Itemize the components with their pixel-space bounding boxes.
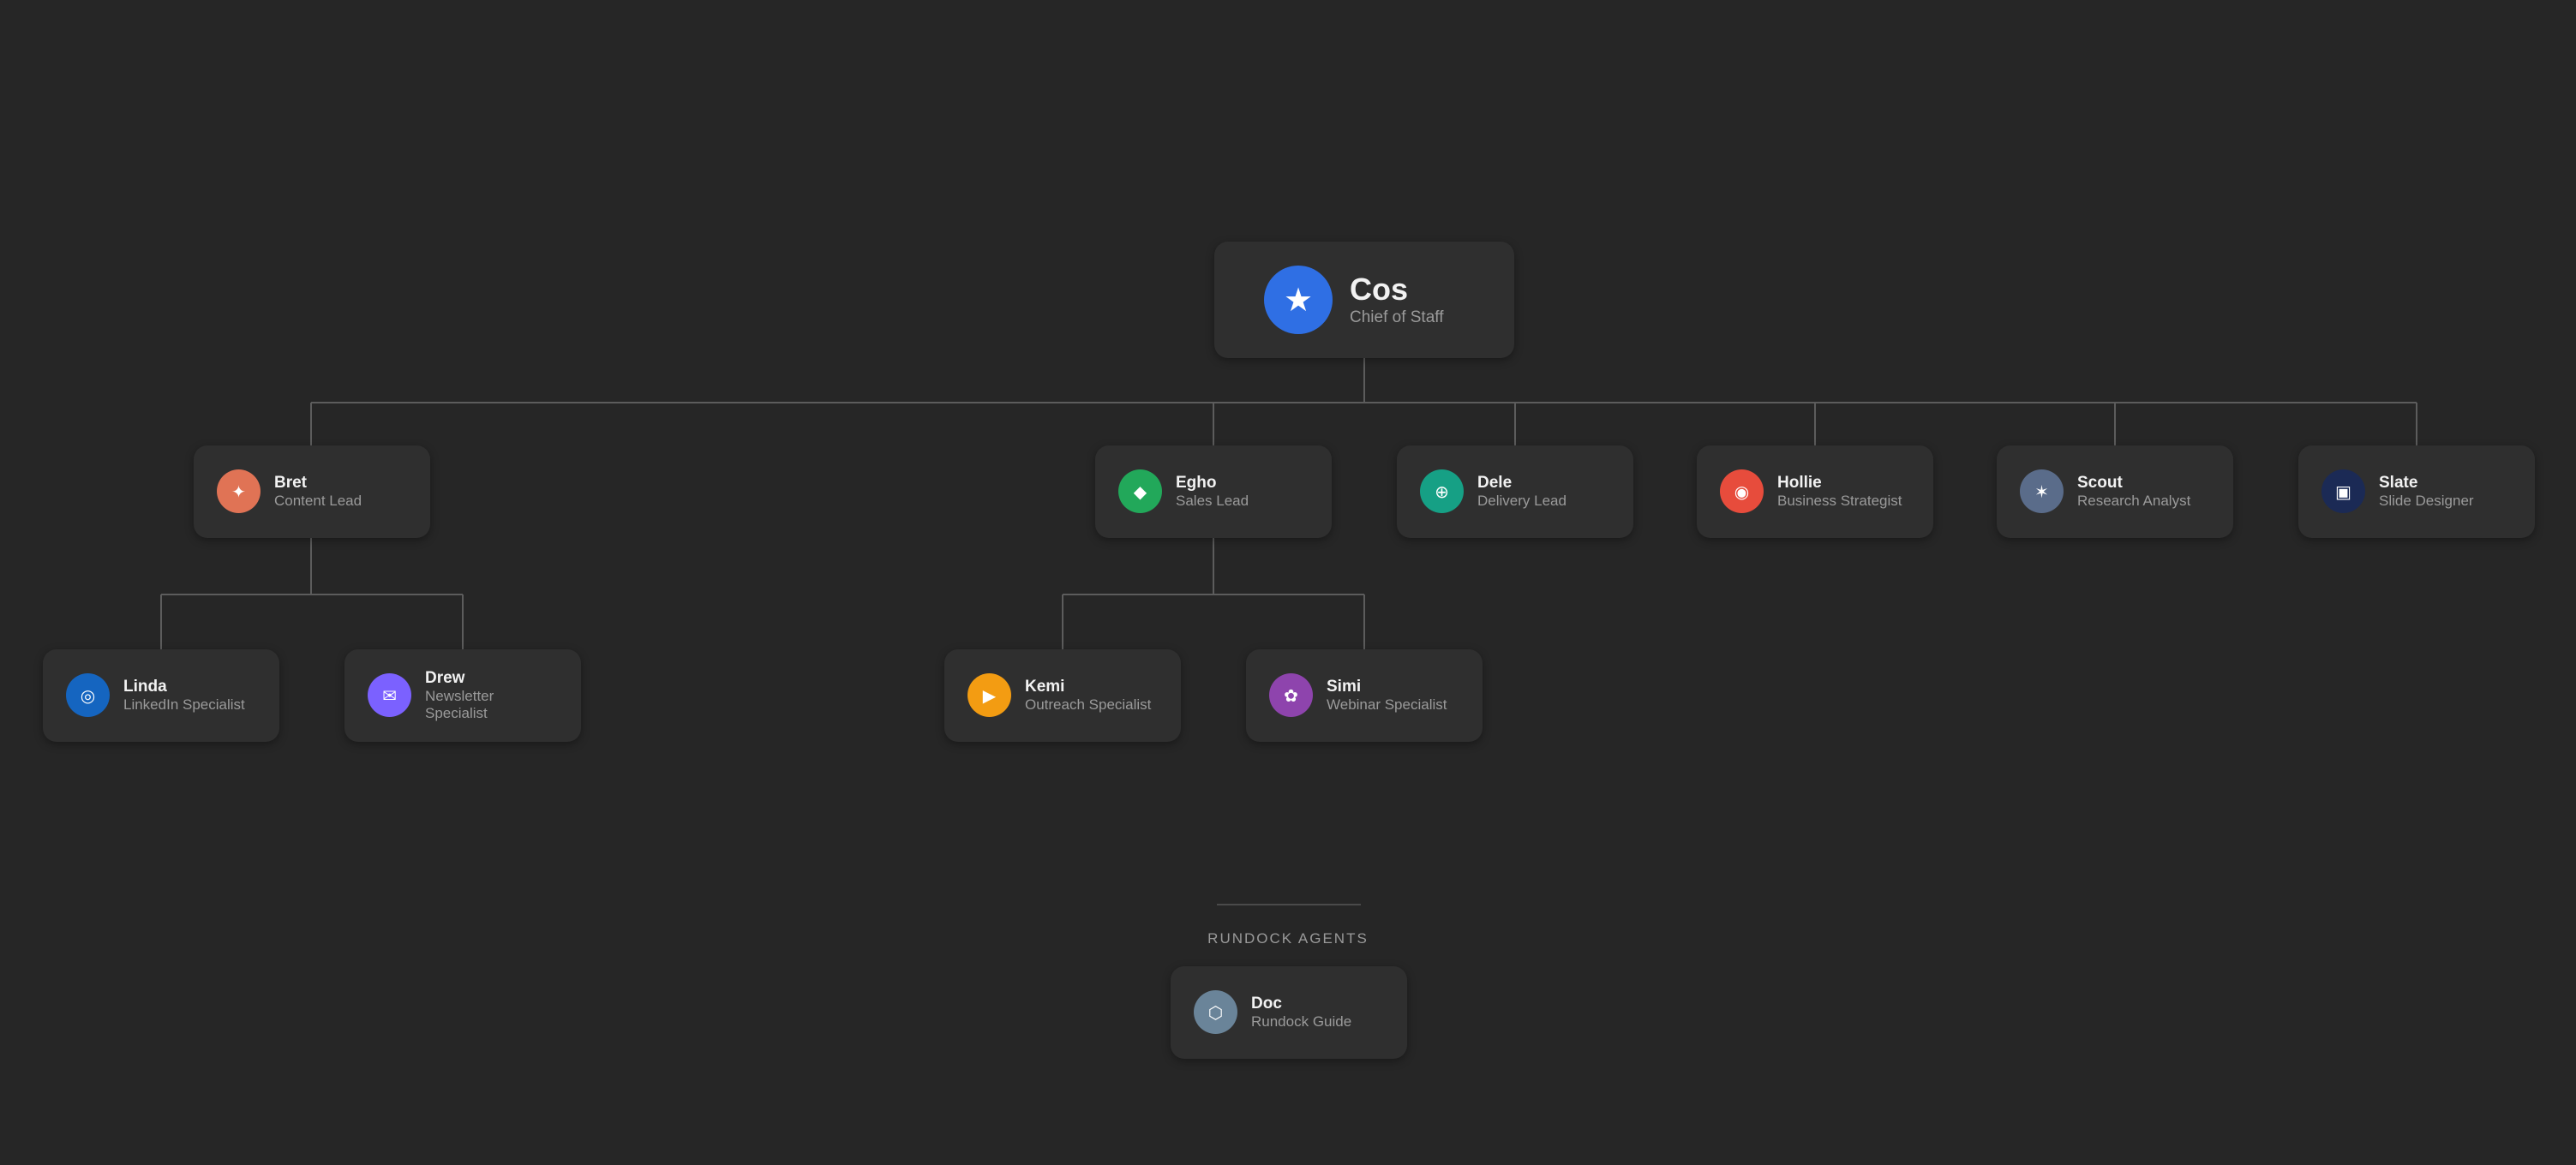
agent-name: Bret <box>274 474 308 492</box>
agent-name: Dele <box>1477 474 1513 492</box>
agent-name: Doc <box>1251 995 1282 1013</box>
agent-card-slate[interactable]: ▣ Slate Slide Designer <box>2298 445 2535 538</box>
agent-name: Drew <box>425 669 465 687</box>
star-icon: ★ <box>1264 266 1333 334</box>
agent-name: Kemi <box>1025 678 1065 696</box>
agent-name: Cos <box>1350 272 1409 307</box>
agent-card-bret[interactable]: ✦ Bret Content Lead <box>194 445 430 538</box>
envelope-icon: ✉ <box>368 673 411 717</box>
agent-role: Content Lead <box>274 493 362 509</box>
agent-role: LinkedIn Specialist <box>123 696 245 713</box>
play-icon: ▶ <box>967 673 1011 717</box>
agent-card-scout[interactable]: ✶ Scout Research Analyst <box>1997 445 2233 538</box>
agent-role: Outreach Specialist <box>1025 696 1152 713</box>
agent-role: Newsletter Specialist <box>425 688 494 721</box>
agent-card-simi[interactable]: ✿ Simi Webinar Specialist <box>1246 649 1483 742</box>
agent-role: Webinar Specialist <box>1327 696 1447 713</box>
target-icon: ◎ <box>66 673 110 717</box>
agent-card-linda[interactable]: ◎ Linda LinkedIn Specialist <box>43 649 279 742</box>
record-icon: ◉ <box>1720 469 1764 513</box>
agent-role: Business Strategist <box>1777 493 1902 509</box>
flower-icon: ✿ <box>1269 673 1313 717</box>
agent-name: Slate <box>2379 474 2418 492</box>
agent-name: Linda <box>123 678 167 696</box>
rundock-section-label: RUNDOCK AGENTS <box>1207 930 1369 947</box>
agent-name: Egho <box>1176 474 1217 492</box>
agent-role: Chief of Staff <box>1350 308 1444 326</box>
agent-card-dele[interactable]: ⊕ Dele Delivery Lead <box>1397 445 1633 538</box>
agent-card-kemi[interactable]: ▶ Kemi Outreach Specialist <box>944 649 1181 742</box>
agent-card-egho[interactable]: ◆ Egho Sales Lead <box>1095 445 1332 538</box>
agent-role: Slide Designer <box>2379 493 2474 509</box>
agent-role: Delivery Lead <box>1477 493 1567 509</box>
agent-role: Sales Lead <box>1176 493 1249 509</box>
hexagon-icon: ⬡ <box>1194 990 1237 1034</box>
agent-card-drew[interactable]: ✉ Drew Newsletter Specialist <box>344 649 581 742</box>
agent-name: Hollie <box>1777 474 1822 492</box>
diamond-icon: ◆ <box>1118 469 1162 513</box>
sparkle-icon: ✦ <box>217 469 261 513</box>
square-icon: ▣ <box>2321 469 2365 513</box>
agent-card-doc[interactable]: ⬡ Doc Rundock Guide <box>1171 966 1407 1059</box>
agent-card-cos[interactable]: ★ Cos Chief of Staff <box>1214 242 1514 358</box>
circle-plus-icon: ⊕ <box>1420 469 1464 513</box>
agent-name: Scout <box>2077 474 2123 492</box>
agent-card-hollie[interactable]: ◉ Hollie Business Strategist <box>1697 445 1933 538</box>
section-divider <box>1217 904 1361 905</box>
agent-role: Research Analyst <box>2077 493 2191 509</box>
agent-name: Simi <box>1327 678 1362 696</box>
agent-role: Rundock Guide <box>1251 1013 1352 1030</box>
asterisk-icon: ✶ <box>2020 469 2064 513</box>
